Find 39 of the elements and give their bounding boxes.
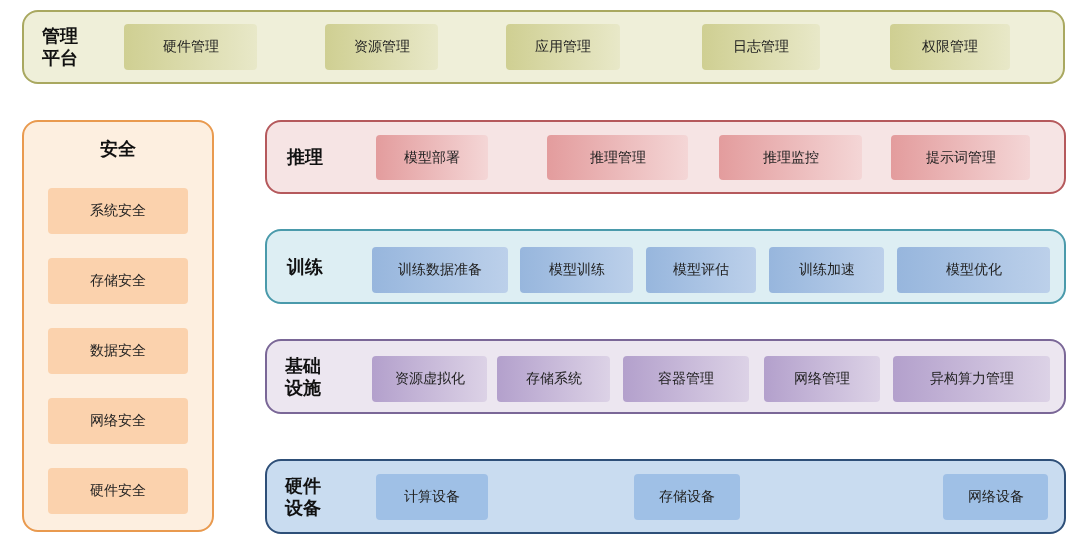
- module-box: 硬件安全: [48, 468, 188, 514]
- layer-title: 基础设施: [285, 354, 322, 399]
- module-box: 存储系统: [497, 356, 610, 402]
- module-box: 异构算力管理: [893, 356, 1050, 402]
- module-box: 网络安全: [48, 398, 188, 444]
- module-box: 存储安全: [48, 258, 188, 304]
- module-box: 提示词管理: [891, 135, 1030, 180]
- module-box: 日志管理: [702, 24, 820, 70]
- module-box: 训练数据准备: [372, 247, 508, 293]
- layer-title: 训练: [287, 255, 323, 278]
- module-box: 系统安全: [48, 188, 188, 234]
- module-box: 网络设备: [943, 474, 1048, 520]
- module-box: 应用管理: [506, 24, 620, 70]
- module-box: 训练加速: [769, 247, 884, 293]
- module-box: 存储设备: [634, 474, 740, 520]
- module-box: 资源虚拟化: [372, 356, 487, 402]
- module-box: 模型评估: [646, 247, 756, 293]
- module-box: 容器管理: [623, 356, 749, 402]
- layer-title: 安全: [99, 138, 137, 160]
- layer-title: 硬件设备: [285, 474, 322, 519]
- module-box: 权限管理: [890, 24, 1010, 70]
- module-box: 数据安全: [48, 328, 188, 374]
- module-box: 推理管理: [547, 135, 688, 180]
- layer-panel: [265, 339, 1066, 414]
- module-box: 计算设备: [376, 474, 488, 520]
- module-box: 网络管理: [764, 356, 880, 402]
- layer-title: 推理: [287, 146, 323, 168]
- module-box: 模型训练: [520, 247, 633, 293]
- layer-panel: [265, 459, 1066, 534]
- module-box: 模型部署: [376, 135, 488, 180]
- module-box: 硬件管理: [124, 24, 257, 70]
- layer-panel: [22, 10, 1065, 84]
- module-box: 模型优化: [897, 247, 1050, 293]
- layer-panel: [22, 120, 214, 532]
- layer-title: 管理平台: [42, 25, 79, 69]
- layer-panel: [265, 120, 1066, 194]
- layer-panel: [265, 229, 1066, 304]
- module-box: 推理监控: [719, 135, 862, 180]
- module-box: 资源管理: [325, 24, 438, 70]
